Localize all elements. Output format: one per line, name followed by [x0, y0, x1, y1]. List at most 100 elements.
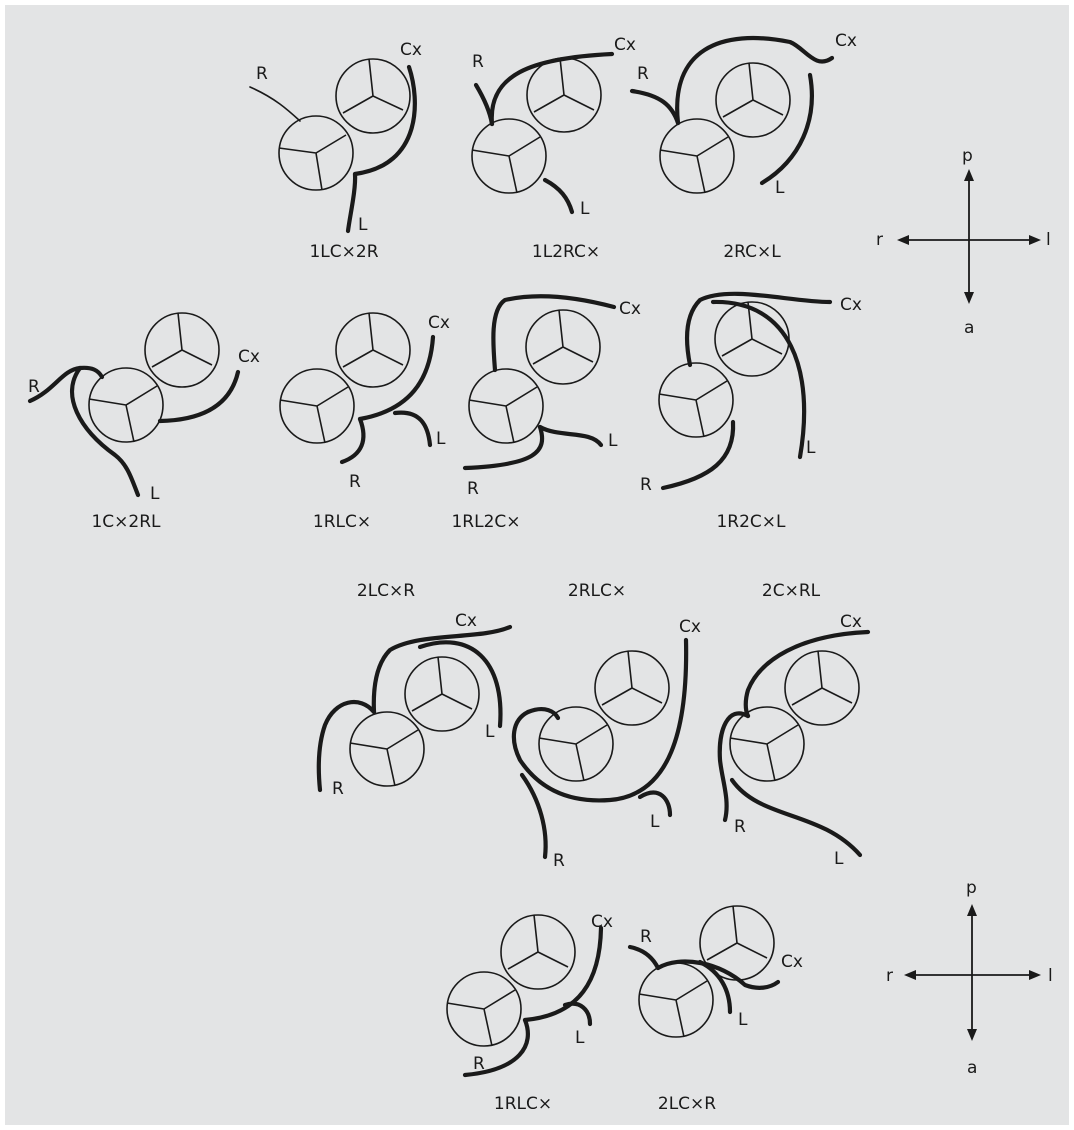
coronary-ostia-diagram: R Cx L 1LC×2R R Cx L 1L2RC×	[5, 5, 1069, 1125]
r-label: R	[734, 817, 746, 837]
valve-circle-upper	[501, 915, 575, 989]
r-label: R	[637, 64, 649, 84]
cx-label: Cx	[400, 40, 422, 60]
r-label: R	[472, 52, 484, 72]
l-label: L	[775, 178, 785, 198]
diagram-1LCx2R: R Cx L 1LC×2R	[250, 40, 422, 262]
diagram-2CxRL: 2C×RL Cx R L	[720, 581, 868, 869]
r-artery	[528, 709, 558, 718]
diagram-caption: 2RC×L	[723, 242, 781, 262]
r-label: R	[349, 472, 361, 492]
r-artery	[476, 85, 492, 124]
l-label: L	[485, 722, 495, 742]
cx-label: Cx	[455, 611, 477, 631]
diagram-caption: 1C×2RL	[91, 512, 161, 532]
diagram-1RLCx-bottom: Cx L R 1RLC×	[447, 912, 613, 1114]
cx-label: Cx	[614, 35, 636, 55]
r-label: R	[467, 479, 479, 499]
figure-panel: R Cx L 1LC×2R R Cx L 1L2RC×	[5, 5, 1069, 1125]
valve-circle-lower	[472, 119, 546, 193]
cx-label: Cx	[679, 617, 701, 637]
diagram-caption: 1LC×2R	[309, 242, 378, 262]
anterior-label: a	[964, 318, 974, 338]
diagram-1R2CxL: Cx L R 1R2C×L	[640, 294, 862, 532]
valve-circle-upper	[336, 59, 410, 133]
l-artery	[545, 180, 572, 212]
valve-circle-upper	[405, 657, 479, 731]
cx-artery	[687, 294, 830, 365]
diagram-1RL2Cx: Cx L R 1RL2C×	[451, 296, 640, 532]
l-label: L	[738, 1010, 748, 1030]
r-artery	[663, 422, 733, 488]
diagram-1RLCx: Cx R L 1RLC×	[280, 313, 450, 532]
valve-circle-upper	[785, 651, 859, 725]
valve-circle-lower	[730, 707, 804, 781]
l-label: L	[834, 849, 844, 869]
l-artery	[540, 427, 601, 445]
arrow-down-icon	[967, 1029, 977, 1041]
diagram-caption: 1L2RC×	[532, 242, 600, 262]
cx-artery	[493, 296, 614, 370]
diagram-caption: 2LC×R	[658, 1094, 716, 1114]
left-direction-label: l	[1048, 966, 1053, 986]
valve-circle-lower	[280, 369, 354, 443]
l-label: L	[575, 1028, 585, 1048]
r-label: R	[640, 475, 652, 495]
r-artery	[342, 419, 363, 462]
valve-circle-upper	[145, 313, 219, 387]
valve-circle-upper	[336, 313, 410, 387]
cx-label: Cx	[619, 299, 641, 319]
l-label: L	[150, 484, 160, 504]
l-artery	[348, 174, 355, 231]
valve-circle-upper	[526, 310, 600, 384]
l-label: L	[650, 812, 660, 832]
cx-artery	[492, 54, 612, 124]
r-label: R	[332, 779, 344, 799]
diagram-caption: 1RLC×	[313, 512, 371, 532]
diagram-2RCxL: R Cx L 2RC×L	[632, 31, 857, 262]
posterior-label: p	[966, 878, 977, 898]
cx-artery	[746, 632, 868, 716]
valve-circle-upper	[527, 58, 601, 132]
r-artery	[630, 947, 658, 968]
cx-label: Cx	[238, 347, 260, 367]
arrow-right-icon	[1029, 235, 1041, 245]
l-label: L	[806, 438, 816, 458]
diagram-caption: 1R2C×L	[716, 512, 786, 532]
diagram-2LCxR-bottom: R Cx L 2LC×R	[630, 906, 803, 1114]
valve-circle-lower	[660, 119, 734, 193]
valve-circle-upper	[595, 651, 669, 725]
diagram-2RLCx: 2RLC× Cx L R	[514, 581, 701, 871]
diagram-1L2RCx: R Cx L 1L2RC×	[472, 35, 636, 262]
diagram-caption: 2RLC×	[568, 581, 626, 601]
left-direction-label: l	[1046, 230, 1051, 250]
cx-label: Cx	[840, 612, 862, 632]
l-artery	[732, 780, 860, 855]
valve-circle-lower	[539, 707, 613, 781]
cx-label: Cx	[840, 295, 862, 315]
cx-label: Cx	[591, 912, 613, 932]
l-label: L	[580, 199, 590, 219]
r-artery-lower	[522, 775, 546, 857]
diagram-caption: 2C×RL	[762, 581, 821, 601]
arrow-left-icon	[904, 970, 916, 980]
r-label: R	[640, 927, 652, 947]
l-label: L	[358, 215, 368, 235]
diagram-1Cx2RL: R Cx L 1C×2RL	[28, 313, 260, 532]
cx-label: Cx	[835, 31, 857, 51]
valve-circle-lower	[350, 712, 424, 786]
right-direction-label: r	[886, 966, 893, 986]
r-artery	[30, 368, 102, 401]
r-label: R	[553, 851, 565, 871]
valve-circle-lower	[659, 363, 733, 437]
l-artery	[762, 75, 812, 183]
posterior-label: p	[962, 146, 973, 166]
valve-circle-upper	[716, 63, 790, 137]
arrow-left-icon	[897, 235, 909, 245]
l-artery	[72, 368, 138, 495]
arrow-up-icon	[964, 169, 974, 181]
valve-circle-lower	[639, 963, 713, 1037]
right-direction-label: r	[876, 230, 883, 250]
diagram-caption: 1RL2C×	[451, 512, 520, 532]
orientation-compass-top: p a r l	[876, 146, 1051, 338]
